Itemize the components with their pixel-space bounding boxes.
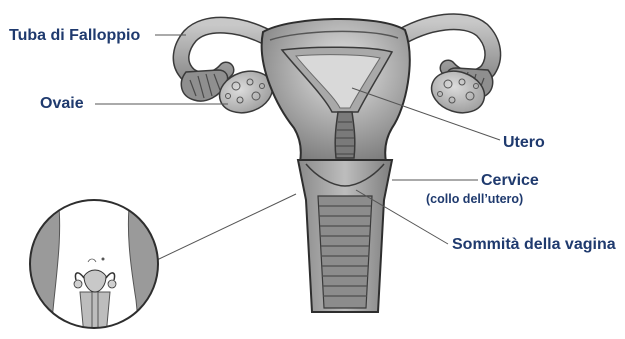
leader-line-inset: [140, 194, 296, 268]
label-cervix: Cervice: [481, 173, 539, 189]
uterus: [262, 19, 410, 162]
label-fallopian-tube: Tuba di Falloppio: [9, 28, 140, 44]
inset-body-view: [20, 190, 170, 334]
label-uterus: Utero: [503, 135, 545, 151]
vagina: [298, 160, 392, 312]
label-cervix-note: (collo dell’utero): [426, 193, 523, 206]
label-vagina-top: Sommità della vagina: [452, 237, 616, 253]
label-ovaries: Ovaie: [40, 96, 84, 112]
